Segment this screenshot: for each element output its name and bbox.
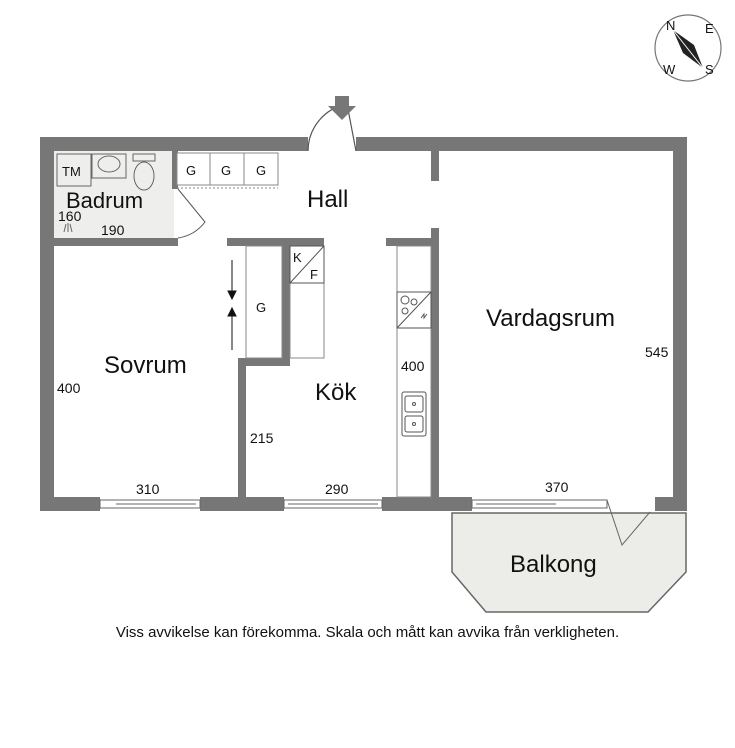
bedroom-wardrobe bbox=[245, 245, 283, 359]
balcony-door-swing bbox=[606, 499, 651, 547]
bathroom-fixtures bbox=[56, 153, 156, 233]
arrow-down-head bbox=[227, 290, 237, 301]
label-closet-1: G bbox=[186, 163, 196, 178]
toilet-tank bbox=[132, 153, 156, 162]
compass-w: W bbox=[663, 62, 676, 77]
dim-kok-counter: 400 bbox=[401, 358, 425, 374]
wall-closet-bottom bbox=[238, 358, 290, 366]
sink-basin-2 bbox=[404, 415, 424, 433]
wall-hall-stub bbox=[431, 151, 439, 181]
windows bbox=[99, 499, 608, 509]
closet-3 bbox=[243, 152, 279, 186]
wall-left bbox=[40, 137, 54, 511]
tm-box bbox=[56, 153, 92, 187]
wardrobe-arrows bbox=[227, 260, 237, 350]
kitchen-sink bbox=[401, 391, 427, 437]
burner-3 bbox=[401, 307, 409, 315]
bathroom-door-swing bbox=[177, 188, 206, 239]
dim-vardagsrum-width: 370 bbox=[545, 479, 569, 495]
burner-1 bbox=[400, 295, 410, 305]
sink-drain-1 bbox=[412, 402, 416, 406]
disclaimer-text: Viss avvikelse kan förekomma. Skala och … bbox=[115, 624, 620, 641]
room-label-hall: Hall bbox=[307, 186, 348, 213]
stove-diagonal bbox=[396, 291, 432, 329]
toilet-bowl bbox=[133, 161, 155, 191]
hall-closets bbox=[176, 152, 279, 189]
wall-bottom-4 bbox=[655, 497, 687, 511]
wall-bath-right-top bbox=[172, 151, 178, 189]
wall-top-right bbox=[356, 137, 687, 151]
label-k: K bbox=[293, 250, 302, 265]
compass-n: N bbox=[666, 18, 675, 33]
wall-bottom-3 bbox=[382, 497, 472, 511]
sink-bowl bbox=[97, 155, 121, 173]
wall-closet-right bbox=[282, 238, 290, 366]
wall-kok-vardagsrum bbox=[431, 228, 439, 511]
compass-axis bbox=[672, 29, 704, 69]
compass-s: S bbox=[705, 62, 714, 77]
kf-diagonal bbox=[289, 245, 325, 284]
dim-vardagsrum-height: 545 bbox=[645, 344, 669, 360]
sink-basin-1 bbox=[404, 395, 424, 413]
dim-badrum-depth: 160 bbox=[58, 208, 82, 224]
dim-sovrum-height: 400 bbox=[57, 380, 81, 396]
label-wardrobe: G bbox=[256, 300, 266, 315]
compass-e: E bbox=[705, 21, 714, 36]
label-closet-2: G bbox=[221, 163, 231, 178]
dim-kok-width: 290 bbox=[325, 481, 349, 497]
closet-1 bbox=[176, 152, 211, 186]
compass: N E S W bbox=[654, 14, 722, 82]
label-closet-3: G bbox=[256, 163, 266, 178]
kitchen-counter bbox=[396, 245, 432, 498]
arrow-up-head bbox=[227, 306, 237, 317]
bathroom-floor bbox=[54, 151, 174, 238]
stove-box bbox=[396, 291, 432, 329]
stove bbox=[396, 291, 432, 329]
walls bbox=[40, 137, 687, 511]
wall-kok-top bbox=[386, 238, 439, 246]
room-label-vardagsrum: Vardagsrum bbox=[486, 305, 615, 332]
dim-kok-height: 215 bbox=[250, 430, 274, 446]
label-tm: TM bbox=[62, 164, 81, 179]
wall-bath-bottom bbox=[40, 238, 178, 246]
wall-closet-top bbox=[227, 238, 324, 246]
entrance-arrow-icon bbox=[328, 96, 356, 120]
wall-sovrum-kok bbox=[238, 362, 246, 511]
wall-top-left bbox=[40, 137, 308, 151]
label-f: F bbox=[310, 267, 318, 282]
burner-2 bbox=[410, 298, 418, 306]
room-label-badrum: Badrum bbox=[66, 188, 143, 213]
sink-outer bbox=[401, 391, 427, 437]
closet-2 bbox=[209, 152, 245, 186]
room-label-balkong: Balkong bbox=[510, 551, 597, 578]
sink bbox=[91, 153, 127, 179]
sink-drain-2 bbox=[412, 422, 416, 426]
dim-sovrum-width: 310 bbox=[136, 481, 160, 497]
wall-right bbox=[673, 137, 687, 511]
room-label-sovrum: Sovrum bbox=[104, 352, 187, 379]
dim-badrum-width: 190 bbox=[101, 222, 125, 238]
oven-icon bbox=[420, 312, 428, 320]
room-label-kok: Kök bbox=[315, 379, 357, 406]
shower-icon bbox=[63, 223, 73, 233]
wall-bottom-1 bbox=[40, 497, 100, 511]
